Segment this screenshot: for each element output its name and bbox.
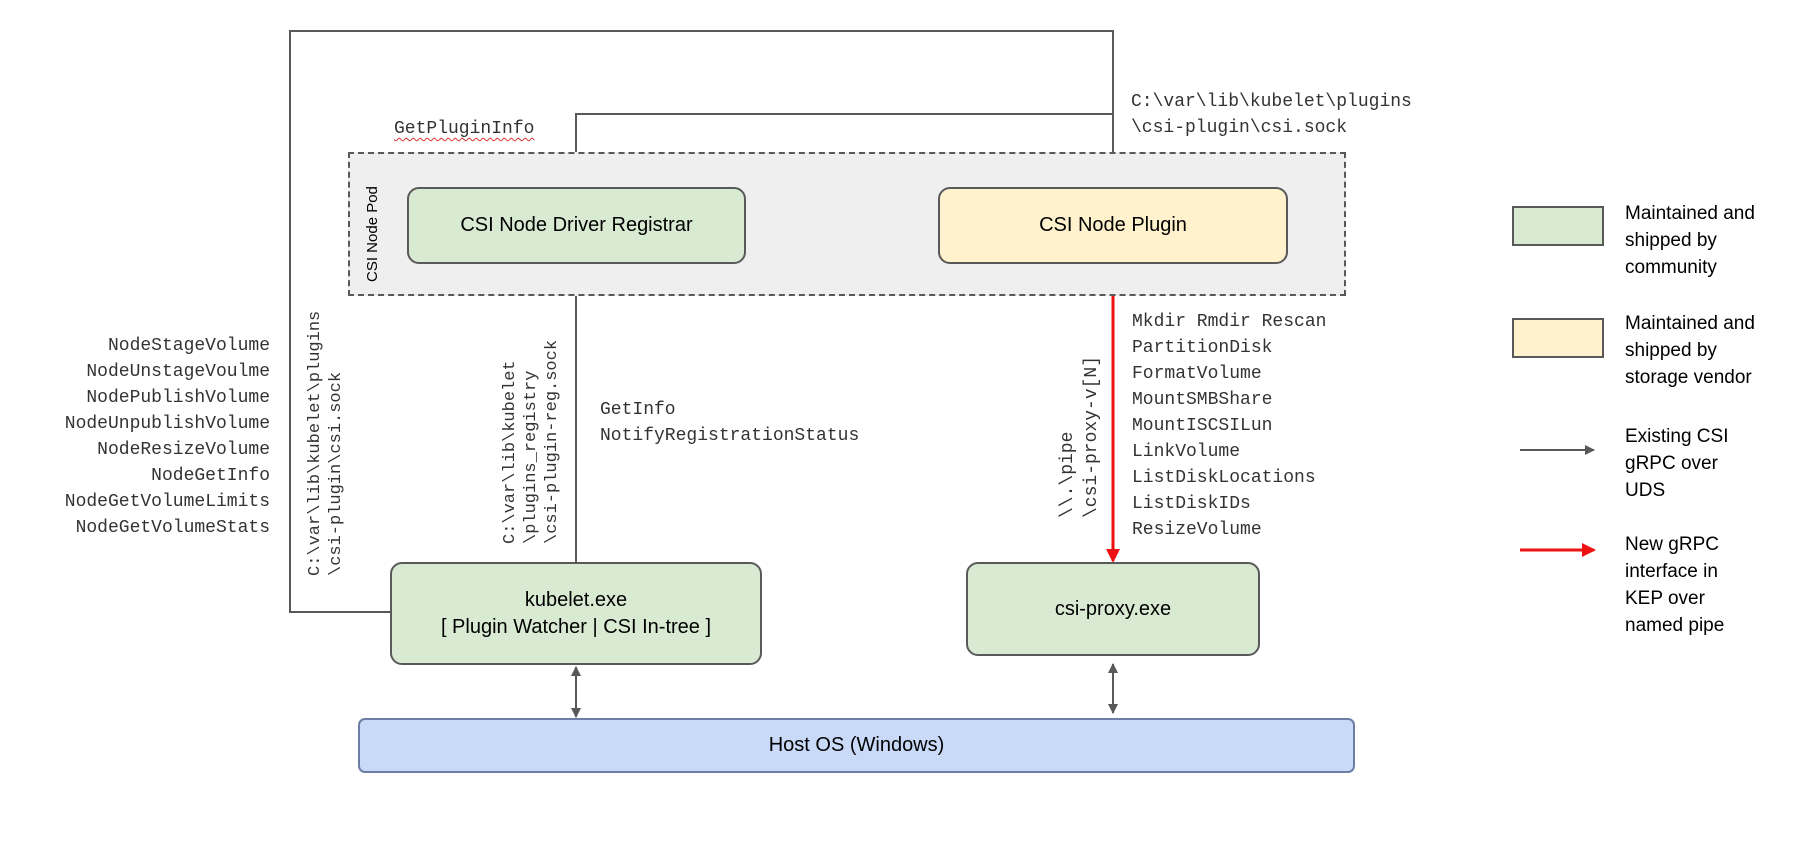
- registry-socket-path: C:\var\lib\kubelet \plugins_registry \cs…: [500, 340, 563, 544]
- legend-line: New gRPC: [1625, 534, 1719, 555]
- legend-community-text: Maintained and shipped by community: [1625, 200, 1795, 281]
- node-call: NodeGetVolumeLimits: [64, 492, 270, 512]
- node-call: NodeUnstageVoulme: [86, 362, 270, 382]
- legend-line: community: [1625, 257, 1717, 278]
- node-call: NodeResizeVolume: [97, 440, 270, 460]
- proxy-call: PartitionDisk: [1132, 338, 1273, 358]
- plugin-socket-path: C:\var\lib\kubelet\plugins \csi-plugin\c…: [1131, 89, 1412, 141]
- legend-line: interface in: [1625, 561, 1718, 582]
- plugin-socket-line: C:\var\lib\kubelet\plugins: [1131, 92, 1412, 112]
- pod-label: CSI Node Pod: [364, 186, 381, 282]
- pipe-path: \\.\pipe \csi-proxy-v[N]: [1056, 356, 1104, 518]
- legend-line: shipped by: [1625, 340, 1717, 361]
- proxy-call: ResizeVolume: [1132, 520, 1262, 540]
- proxy-call: ListDiskIDs: [1132, 494, 1251, 514]
- legend-line: gRPC over: [1625, 453, 1718, 474]
- legend-vendor-text: Maintained and shipped by storage vendor: [1625, 310, 1795, 391]
- node-call: NodeUnpublishVolume: [64, 414, 270, 434]
- node-calls-list: NodeStageVolume NodeUnstageVoulme NodePu…: [0, 333, 270, 541]
- kubelet-socket-line: C:\var\lib\kubelet\plugins: [306, 310, 325, 576]
- legend-line: shipped by: [1625, 230, 1717, 251]
- legend-line: KEP over: [1625, 588, 1705, 609]
- legend-line: named pipe: [1625, 615, 1725, 636]
- csi-proxy-exe: csi-proxy.exe: [966, 562, 1260, 656]
- proxy-calls-list: Mkdir Rmdir Rescan PartitionDisk FormatV…: [1132, 309, 1326, 543]
- pipe-line: \csi-proxy-v[N]: [1082, 355, 1102, 518]
- kubelet-subtitle: [ Plugin Watcher | CSI In-tree ]: [440, 615, 712, 638]
- registry-socket-line: \plugins_registry: [522, 370, 541, 544]
- plugin-socket-line: \csi-plugin\csi.sock: [1131, 118, 1348, 138]
- proxy-call: Mkdir Rmdir Rescan: [1132, 312, 1327, 332]
- legend-existing-text: Existing CSI gRPC over UDS: [1625, 423, 1795, 504]
- node-call: NodeGetInfo: [151, 466, 270, 486]
- registrar-call: GetInfo: [600, 400, 676, 420]
- kubelet-to-plugin-arrow: [289, 30, 1118, 613]
- legend-community-swatch: [1512, 206, 1604, 246]
- registry-socket-line: C:\var\lib\kubelet: [501, 360, 520, 544]
- proxy-call: FormatVolume: [1132, 364, 1262, 384]
- legend-line: UDS: [1625, 480, 1666, 501]
- legend-line: Existing CSI: [1625, 426, 1729, 447]
- legend-new-text: New gRPC interface in KEP over named pip…: [1625, 531, 1795, 639]
- registrar-call: NotifyRegistrationStatus: [600, 426, 860, 446]
- legend-vendor-swatch: [1512, 318, 1604, 358]
- proxy-call: LinkVolume: [1132, 442, 1241, 462]
- csi-node-driver-registrar: CSI Node Driver Registrar: [407, 187, 746, 264]
- registrar-calls: GetInfo NotifyRegistrationStatus: [600, 397, 859, 449]
- kubelet-socket-path: C:\var\lib\kubelet\plugins \csi-plugin\c…: [305, 311, 347, 576]
- pipe-line: \\.\pipe: [1058, 431, 1078, 518]
- node-call: NodeStageVolume: [107, 336, 270, 356]
- proxy-call: MountSMBShare: [1132, 390, 1273, 410]
- proxy-call: MountISCSILun: [1132, 416, 1273, 436]
- proxy-call: ListDiskLocations: [1132, 468, 1316, 488]
- kubelet-title: kubelet.exe: [524, 588, 628, 611]
- kubelet-exe: kubelet.exe [ Plugin Watcher | CSI In-tr…: [390, 562, 762, 665]
- legend-line: Maintained and: [1625, 313, 1755, 334]
- legend-line: Maintained and: [1625, 203, 1755, 224]
- legend-line: storage vendor: [1625, 367, 1752, 388]
- registry-socket-line: \csi-plugin-reg.sock: [543, 339, 562, 544]
- host-os: Host OS (Windows): [358, 718, 1355, 773]
- csi-node-plugin: CSI Node Plugin: [938, 187, 1288, 264]
- node-call: NodePublishVolume: [86, 388, 270, 408]
- node-call: NodeGetVolumeStats: [75, 518, 270, 538]
- get-plugin-info-label: GetPluginInfo: [394, 119, 535, 139]
- kubelet-socket-line: \csi-plugin\csi.sock: [327, 371, 346, 576]
